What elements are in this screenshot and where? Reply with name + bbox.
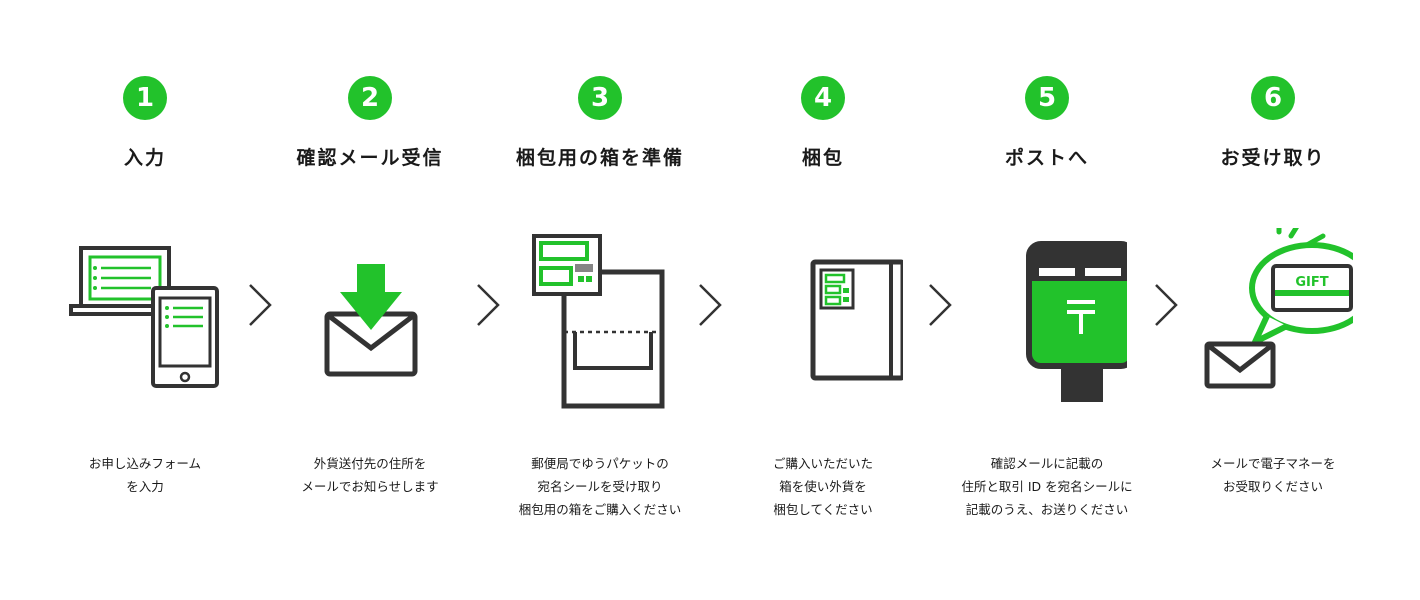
- description-line: 外貨送付先の住所を: [313, 456, 427, 471]
- step-description: 外貨送付先の住所を メールでお知らせします: [255, 452, 485, 498]
- step-number-badge: 5: [1025, 76, 1069, 120]
- step-3: 3 梱包用の箱を準備 郵便局でゆうパケットの 宛名シールを受け取り 梱包用の箱を…: [485, 0, 715, 600]
- step-title: 梱包: [801, 147, 844, 169]
- description-line: 確認メールに記載の: [990, 456, 1104, 471]
- description-line: 梱包用の箱をご購入ください: [518, 502, 682, 517]
- box-label-icon: [532, 234, 665, 409]
- description-line: 箱を使い外貨を: [779, 479, 867, 494]
- step-number-badge: 4: [801, 76, 845, 120]
- chevron-right-icon: [929, 284, 952, 326]
- step-4: 4 梱包 ご購入いただいた 箱を使い外貨を 梱包してください: [708, 0, 938, 600]
- description-line: 宛名シールを受け取り: [537, 479, 663, 494]
- step-number-badge: 1: [123, 76, 167, 120]
- step-number-badge: 6: [1251, 76, 1295, 120]
- step-1: 1 入力 お申し込みフォーム を入力: [30, 0, 260, 600]
- step-title: お受け取り: [1220, 147, 1326, 169]
- gift-card-icon: GIFT: [1204, 228, 1353, 389]
- postbox-icon: [1026, 241, 1127, 402]
- description-line: メールでお知らせします: [301, 479, 439, 494]
- description-line: 住所と取引 ID を宛名シールに: [961, 479, 1133, 494]
- step-title: 確認メール受信: [296, 147, 444, 169]
- description-line: お受取りください: [1222, 479, 1323, 494]
- description-line: お申し込みフォーム: [88, 456, 202, 471]
- description-line: メールで電子マネーを: [1210, 456, 1336, 471]
- step-title: ポストへ: [1004, 147, 1089, 169]
- laptop-tablet-icon: [69, 246, 219, 388]
- chevron-right-icon: [1155, 284, 1178, 326]
- step-description: 郵便局でゆうパケットの 宛名シールを受け取り 梱包用の箱をご購入ください: [485, 452, 715, 521]
- description-line: 梱包してください: [773, 502, 873, 517]
- step-description: お申し込みフォーム を入力: [30, 452, 260, 498]
- chevron-right-icon: [249, 284, 272, 326]
- chevron-right-icon: [477, 284, 500, 326]
- gift-label: GIFT: [1295, 275, 1328, 290]
- step-2: 2 確認メール受信 外貨送付先の住所を メールでお知らせします: [255, 0, 485, 600]
- step-title: 入力: [123, 147, 166, 169]
- description-line: を入力: [126, 479, 164, 494]
- description-line: 記載のうえ、お送りください: [965, 502, 1129, 517]
- step-number-badge: 2: [348, 76, 392, 120]
- description-line: 郵便局でゆうパケットの: [531, 456, 669, 471]
- mail-download-icon: [324, 264, 418, 377]
- chevron-right-icon: [699, 284, 722, 326]
- step-number-badge: 3: [578, 76, 622, 120]
- step-description: メールで電子マネーを お受取りください: [1158, 452, 1388, 498]
- description-line: ご購入いただいた: [772, 456, 873, 471]
- step-6: 6 お受け取り GIFT メールで電子マネーを お受取りください: [1158, 0, 1388, 600]
- package-icon: [810, 259, 903, 381]
- step-description: ご購入いただいた 箱を使い外貨を 梱包してください: [708, 452, 938, 521]
- step-title: 梱包用の箱を準備: [515, 147, 684, 169]
- step-description: 確認メールに記載の 住所と取引 ID を宛名シールに 記載のうえ、お送りください: [932, 452, 1162, 521]
- step-5: 5 ポストへ 確認メールに記載の 住所と取引 ID を宛名シールに 記載のうえ、…: [932, 0, 1162, 600]
